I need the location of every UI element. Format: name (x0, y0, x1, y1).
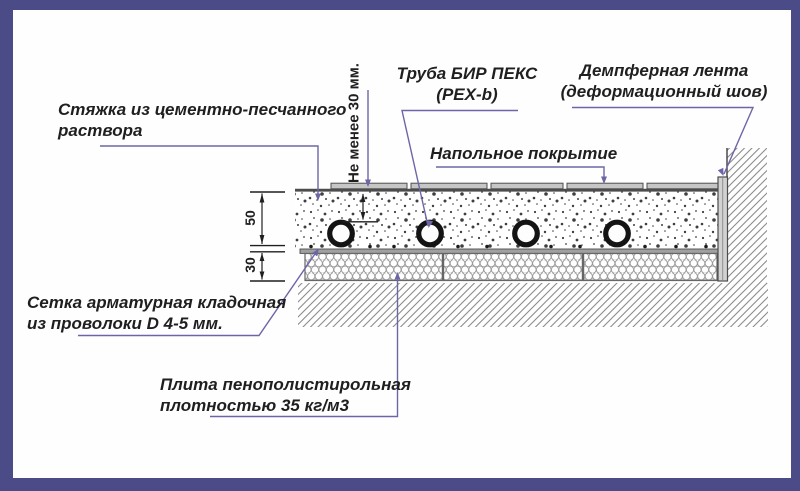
pipe-label: Труба БИР ПЕКС (PEX-b) (397, 63, 538, 105)
foam-leader-line (210, 274, 399, 418)
pipe-label-line2: (PEX-b) (436, 85, 498, 104)
foam-board-label: Плита пенополистирольная плотностью 35 к… (160, 374, 411, 416)
mesh-label: Сетка арматурная кладочная из проволоки … (27, 292, 286, 334)
mesh-label-line2: из проволоки D 4-5 мм. (27, 314, 223, 333)
floor-covering-label: Напольное покрытие (430, 144, 618, 163)
screed-label-line1: Стяжка из цементно-песчанного (58, 100, 347, 119)
min-cover-label: Не менее 30 мм. (345, 63, 363, 183)
base-slab-hatch (298, 283, 768, 327)
mesh-label-line1: Сетка арматурная кладочная (27, 293, 287, 312)
damper-tape-label-line1: Демпферная лента (579, 61, 749, 80)
leader-lines (78, 90, 755, 418)
dimension-30-arrow (250, 251, 285, 282)
dimension-50-arrow (250, 191, 285, 247)
screed-label-line2: раствора (58, 121, 143, 140)
pipe-leader-line (401, 109, 518, 227)
screed-layer (295, 188, 718, 249)
min-cover-arrow (342, 193, 378, 223)
floor-covering-leader-line (436, 166, 605, 182)
floor-covering-planks (330, 182, 719, 190)
damper-tape (717, 176, 729, 282)
heating-pipes (327, 219, 631, 248)
mesh-leader-line (78, 249, 319, 337)
pipe-circle (327, 219, 355, 248)
pipe-circle (603, 219, 631, 248)
screed-label: Стяжка из цементно-песчанного раствора (58, 99, 346, 141)
foam-board-label-line1: Плита пенополистирольная (160, 375, 411, 394)
pipe-circle (512, 219, 540, 248)
damper-tape-label: Демпферная лента (деформационный шов) (561, 60, 768, 102)
dim-30-label: 30 (242, 257, 258, 273)
dim-50-label: 50 (242, 210, 258, 226)
foam-board-label-line2: плотностью 35 кг/м3 (160, 396, 350, 415)
damper-leader-line (572, 106, 755, 175)
wall-hatch (727, 148, 767, 283)
pipe-label-line1: Труба БИР ПЕКС (396, 64, 538, 83)
damper-tape-label-line2: (деформационный шов) (560, 82, 768, 101)
foam-board-layer (304, 252, 718, 282)
screed-leader-line (100, 145, 319, 199)
